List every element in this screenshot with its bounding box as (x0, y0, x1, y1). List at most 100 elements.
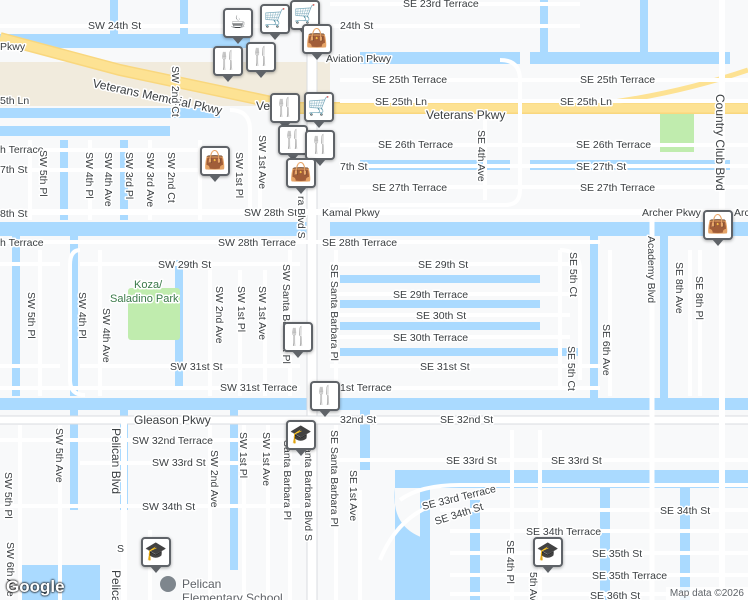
street-label: SW 1st Ave (260, 432, 272, 486)
street-label: SW 2nd Ct (169, 66, 181, 117)
street-label: 24th St (340, 20, 373, 32)
street-label: SW 31st St (170, 361, 223, 373)
restaurant-icon[interactable]: 🍴 (278, 125, 308, 161)
school-icon[interactable]: 🎓 (141, 537, 171, 573)
shopping-bag-icon[interactable]: 👜 (703, 210, 733, 246)
street-label: h Terrace (0, 237, 44, 249)
street-label: SE 6th Ave (600, 324, 612, 376)
street-label: S (117, 543, 124, 555)
street-label: SW 31st Terrace (220, 382, 298, 394)
street-label: SE Santa Barbara Pl (328, 264, 340, 361)
shopping-bag-icon[interactable]: 👜 (200, 146, 230, 182)
school-icon[interactable]: 🎓 (533, 537, 563, 573)
school-label-line1: Pelican (182, 577, 221, 591)
cafe-icon[interactable]: ☕ (223, 8, 253, 44)
street-label: 5th Ln (0, 95, 29, 107)
restaurant-icon[interactable]: 🍴 (283, 322, 313, 358)
street-label: SW 5th Ave (53, 428, 65, 483)
park-label-line2: Saladino Park (110, 293, 179, 305)
street-label: h Terrace (0, 144, 44, 156)
street-label: SW 5th Pl (2, 472, 14, 519)
street-label: SE 35th Terrace (592, 570, 667, 582)
street-label: SW 1st Pl (237, 432, 249, 478)
street-label: SE 26th Terrace (378, 139, 453, 151)
street-label: SE 23rd Terrace (403, 0, 479, 10)
shopping-cart-icon[interactable]: 🛒 (304, 92, 334, 128)
street-label: Pelican (109, 570, 123, 600)
street-label: 8th St (0, 208, 28, 220)
street-label: SW 33rd St (152, 457, 206, 469)
street-label: SW 3rd Pl (123, 152, 135, 199)
street-label: SW 4th Ave (100, 308, 112, 363)
map-attribution[interactable]: Map data ©2026 (665, 587, 748, 600)
street-label: SE 25th Terrace (580, 74, 655, 86)
shopping-bag-icon[interactable]: 👜 (286, 158, 316, 194)
street-label: SE 34th St (660, 505, 710, 517)
street-label: 32nd St (340, 414, 376, 426)
street-label: SW 4th Pl (83, 152, 95, 199)
shopping-bag-icon[interactable]: 👜 (302, 24, 332, 60)
street-label: SW 32nd Terrace (132, 435, 213, 447)
street-label: SE 30th St (416, 310, 466, 322)
street-label: SE 4th Ave (475, 130, 487, 182)
school-icon[interactable]: 🎓 (286, 420, 316, 456)
park-label-line1: Koza/ (134, 279, 163, 291)
restaurant-icon[interactable]: 🍴 (310, 381, 340, 417)
shopping-cart-icon[interactable]: 🛒 (260, 4, 290, 40)
street-label: SE 8th Ave (673, 262, 685, 314)
street-label: 5th Ave (527, 572, 539, 600)
street-label: Aviation Pkwy (326, 53, 392, 65)
street-label: SE 4th Pl (504, 540, 516, 584)
street-label: SW 6th Ave (4, 542, 16, 597)
street-label: SE 27th St (576, 161, 626, 173)
street-label: Archer Pkwy (642, 207, 702, 219)
street-label: SE 33rd St (551, 455, 602, 467)
restaurant-icon[interactable]: 🍴 (246, 42, 276, 78)
street-label: SE 5th Ct (565, 346, 577, 391)
street-label: SE 29th Terrace (393, 289, 468, 301)
street-label: SW 1st Pl (233, 152, 245, 198)
street-label: SE 28th Terrace (322, 237, 397, 249)
street-label: SW 3rd Ave (144, 152, 156, 207)
restaurant-icon[interactable]: 🍴 (270, 93, 300, 129)
street-label: SE 29th St (418, 259, 468, 271)
restaurant-icon[interactable]: 🍴 (305, 130, 335, 166)
koza-saladino-park (128, 288, 180, 340)
street-label: Pelican Blvd (109, 428, 123, 494)
street-label: Santa Barbara Blvd S (302, 440, 314, 541)
street-label: SE 25th Ln (560, 96, 612, 108)
veterans-memorial-pkwy-road (0, 32, 748, 114)
street-label: SW 2nd Ave (213, 286, 225, 344)
street-label: SW 34th St (142, 501, 195, 513)
restaurant-icon[interactable]: 🍴 (213, 46, 243, 82)
street-label: SE 25th Ln (375, 96, 427, 108)
school-poi-icon[interactable] (160, 576, 176, 592)
street-label: SE 25th Terrace (372, 74, 447, 86)
street-label: SW 2nd Ave (208, 450, 220, 508)
street-label: SW 2nd Ct (165, 152, 177, 203)
street-label: SW 5th Pl (25, 292, 37, 339)
street-label: Santa Barbara Pl (281, 440, 293, 520)
street-label: SW 4th Ave (102, 152, 114, 207)
street-label: SE Santa Barbara Pl (328, 430, 340, 527)
street-label: SW 24th St (88, 20, 141, 32)
curved-roads (68, 58, 748, 561)
street-label: SE 27th Terrace (580, 182, 655, 194)
street-label: Kamal Pkwy (322, 207, 381, 219)
street-label: SE 26th Terrace (576, 139, 651, 151)
street-label: SE 27th Terrace (372, 182, 447, 194)
street-label: SE 33rd St (446, 455, 497, 467)
street-label: SW 1st Pl (235, 286, 247, 332)
street-label: SE 36th St (590, 590, 640, 600)
street-label: 7th St (0, 164, 28, 176)
street-label: SE 32nd St (440, 414, 493, 426)
street-label: SE 35th St (592, 548, 642, 560)
street-label: SE 30th Terrace (393, 332, 468, 344)
street-label: SE 34th Terrace (526, 526, 601, 538)
street-label: SE 5th Ct (567, 252, 579, 297)
street-label: SE 31st St (420, 361, 470, 373)
